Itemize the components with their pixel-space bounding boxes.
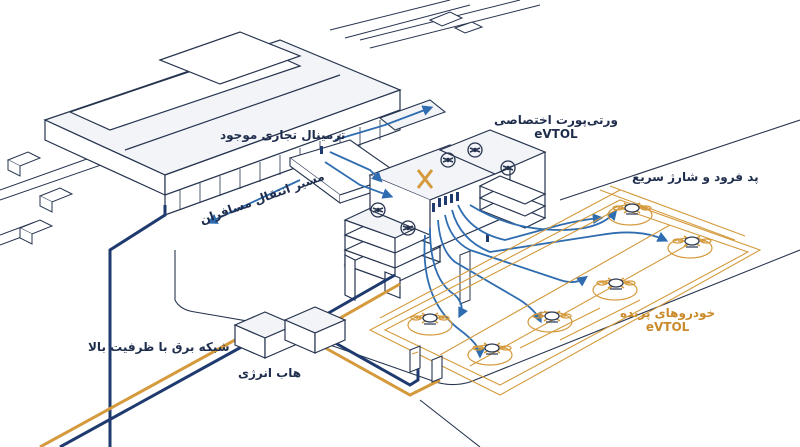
energy-hub (233, 306, 347, 359)
charger-stations (409, 345, 443, 383)
evtol-icon (612, 202, 652, 215)
taxiway-lines (0, 0, 541, 246)
vertiport-label: ورتی‌پورت اختصاصی eVTOL (494, 113, 618, 141)
landing-pad-label: پد فرود و شارژ سریع (632, 170, 759, 184)
power-grid-label: شبکه برق با ظرفیت بالا (88, 340, 230, 354)
passenger-route-arrows (206, 105, 669, 359)
vertiport-right-tower (438, 129, 547, 229)
gate-boxes (6, 11, 484, 245)
existing-terminal (43, 31, 402, 216)
apron-outline (174, 119, 800, 447)
column (459, 250, 471, 305)
terminal-label: ترمینال تجاری موجود (220, 128, 346, 142)
evtol-icon (472, 342, 512, 355)
evtol-vehicles-label: خودروهای پرنده eVTOL (620, 306, 716, 334)
energy-hub-label: هاب انرژی (238, 366, 302, 380)
passenger-icons (320, 146, 489, 242)
evtol-pad-area (368, 185, 762, 396)
evtol-icon (596, 277, 636, 290)
